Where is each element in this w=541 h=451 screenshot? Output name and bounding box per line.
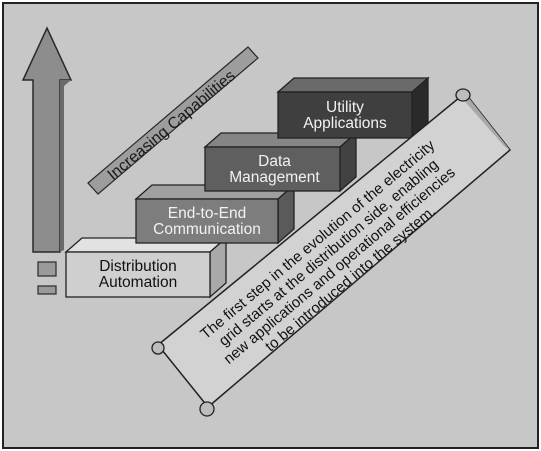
step-label-line: Utility [326,98,364,116]
scroll-curl-bottom [199,401,215,417]
step-label-line: Data [258,152,291,170]
step-label-line: Automation [98,274,178,291]
step-distribution-automation [64,236,228,299]
step-label-line: Distribution [99,257,177,275]
step-label-line: Communication [153,221,261,238]
arrow-block-small [37,261,57,277]
step-label-data-management: Data Management [207,149,342,191]
step-data-management [203,131,358,193]
scroll-curl-top [455,88,471,102]
step-utility-applications [276,76,430,140]
step-label-distribution-automation: Distribution Automation [68,254,208,296]
upward-arrow-icon [21,26,73,253]
scroll-curl-left [151,341,165,355]
step-label-line: End-to-End [167,204,247,222]
scroll-banner [151,88,512,417]
step-label-line: Applications [303,115,387,132]
arrow-block-tiny [37,285,57,295]
capabilities-banner [87,46,259,195]
step-label-line: Management [229,169,320,186]
step-label-utility-applications: Utility Applications [279,93,411,139]
step-label-end-to-end-communication: End-to-End Communication [138,201,276,243]
